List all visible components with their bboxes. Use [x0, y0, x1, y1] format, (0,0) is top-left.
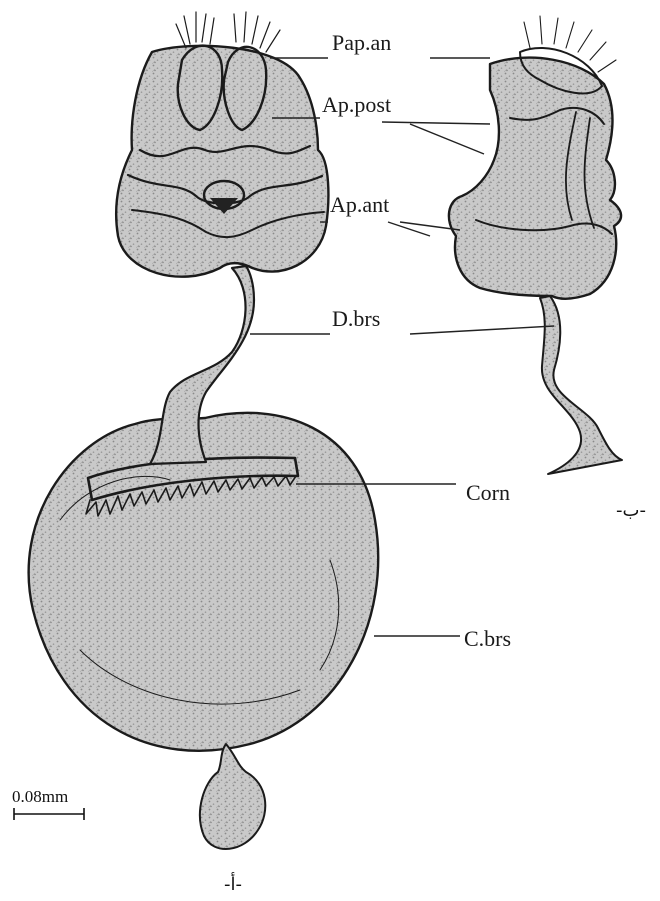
scale-bar-label: 0.08mm: [12, 787, 68, 806]
leader-d-brs-right: [410, 326, 554, 334]
label-corn: Corn: [466, 480, 510, 505]
corpus-bursae-shape: [29, 413, 379, 751]
label-ap-ant: Ap.ant: [330, 192, 389, 217]
label-ap-post: Ap.post: [322, 92, 391, 117]
label-d-brs: D.brs: [332, 306, 380, 331]
leader-ap-ant-right-a: [388, 222, 430, 236]
appendix-bursae-shape: [200, 744, 265, 849]
label-pap-an: Pap.an: [332, 30, 391, 55]
label-c-brs: C.brs: [464, 626, 511, 651]
ventral-view-drawing: [29, 12, 379, 849]
panel-label-left: -أ-: [224, 872, 242, 895]
leader-ap-post-right-a: [382, 122, 490, 124]
leader-ap-post-right-b: [410, 124, 484, 154]
panel-label-right: -ب-: [616, 500, 646, 521]
lateral-view-drawing: [449, 16, 622, 474]
scale-bar: 0.08mm: [12, 787, 84, 820]
